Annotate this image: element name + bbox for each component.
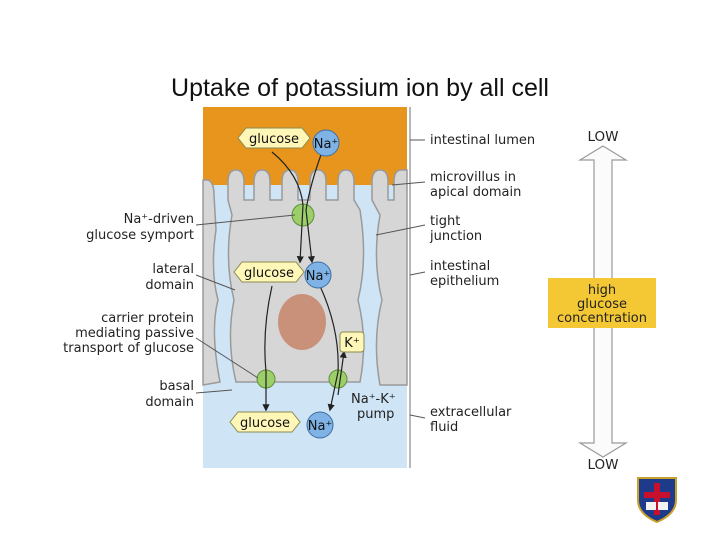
na-label-lumen: Na⁺: [314, 137, 339, 152]
glucose-label-cell: glucose: [244, 266, 294, 281]
slide-title: Uptake of potassium ion by all cell: [171, 74, 549, 102]
glucose-molecule-cell: [233, 261, 305, 283]
school-crest-logo: [637, 477, 677, 524]
label-pump-line1: Na⁺-K⁺: [351, 392, 396, 407]
label-microvillus-line2: apical domain: [430, 185, 521, 200]
label-ecf-line2: fluid: [430, 420, 458, 435]
label-basal-line1: basal: [159, 379, 194, 394]
na-ion-lumen: [312, 129, 340, 157]
label-carrier-line2: mediating passive: [75, 326, 194, 341]
na-ion-cell: [304, 261, 332, 289]
k-label: K⁺: [344, 336, 359, 351]
label-microvillus-line1: microvillus in: [430, 170, 516, 185]
gradient-low-top: LOW: [587, 129, 618, 145]
glucose-molecule-lumen: [237, 127, 311, 149]
gradient-high-line2: glucose: [577, 297, 627, 312]
na-label-ecf: Na⁺: [308, 419, 333, 434]
label-symport-line1: Na⁺-driven: [124, 212, 194, 227]
nucleus: [278, 294, 326, 350]
glucose-label-ecf: glucose: [240, 416, 290, 431]
label-epithelium-line1: intestinal: [430, 259, 490, 274]
na-label-cell: Na⁺: [306, 269, 331, 284]
right-neighbor-cell: [371, 169, 408, 386]
label-pump-line2: pump: [357, 407, 394, 422]
na-ion-ecf: [306, 411, 334, 439]
label-tight-line2: junction: [429, 229, 482, 244]
gradient-high-line1: high: [588, 283, 616, 298]
gradient-high-line3: concentration: [557, 311, 647, 326]
label-epithelium-line2: epithelium: [430, 274, 499, 289]
left-neighbor-cell: [202, 179, 221, 386]
glucose-molecule-ecf: [229, 411, 301, 433]
k-ion: [339, 331, 365, 353]
high-concentration-box: [548, 278, 656, 328]
label-lateral-line1: lateral: [152, 262, 194, 277]
label-tight-line1: tight: [430, 214, 460, 229]
label-intestinal-lumen: intestinal lumen: [430, 133, 535, 148]
label-carrier-line1: carrier protein: [101, 311, 194, 326]
label-carrier-line3: transport of glucose: [63, 341, 194, 356]
label-ecf-line1: extracellular: [430, 405, 512, 420]
gradient-low-bottom: LOW: [587, 457, 618, 473]
label-lateral-line2: domain: [145, 278, 194, 293]
label-symport-line2: glucose symport: [86, 228, 194, 243]
label-basal-line2: domain: [145, 395, 194, 410]
glucose-label-lumen: glucose: [249, 132, 299, 147]
